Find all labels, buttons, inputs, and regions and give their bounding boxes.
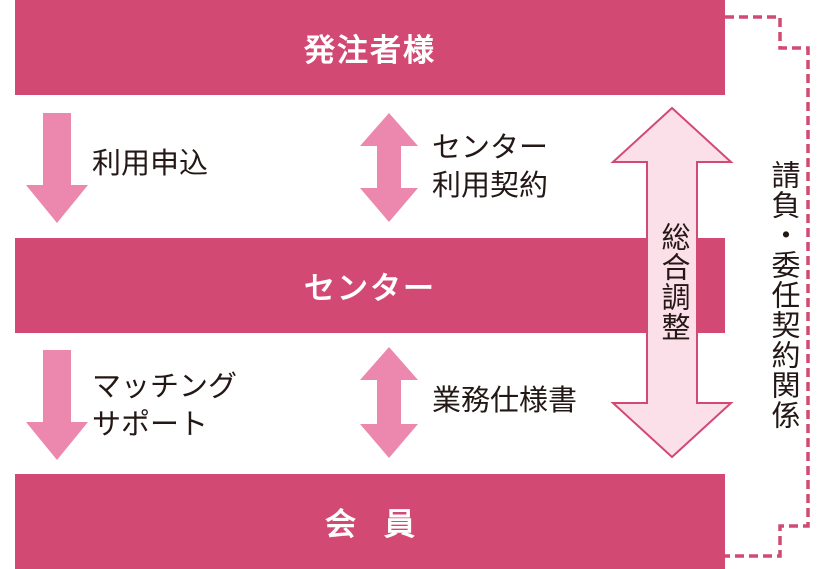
member-band: 会員: [15, 474, 725, 569]
center-label: センター: [304, 271, 436, 307]
usage-application-arrow-icon: [26, 113, 88, 223]
orderer-label: 発注者様: [304, 33, 436, 69]
matching-support-label: マッチング サポート: [92, 367, 237, 443]
matching-support-arrow-icon: [26, 350, 88, 460]
matching-support-line2: サポート: [92, 407, 209, 441]
matching-support-line1: マッチング: [92, 369, 238, 403]
center-band: センター: [15, 238, 725, 333]
orderer-band: 発注者様: [15, 0, 725, 95]
contract-dashed-connector: [725, 15, 810, 558]
member-label: 会員: [325, 507, 443, 543]
overall-coordination-arrow-icon: [610, 106, 734, 459]
usage-application-label: 利用申込: [92, 146, 209, 180]
work-specification-arrow-icon: [360, 347, 418, 458]
contract-relationship-label: 請負・委任契約関係: [767, 160, 801, 430]
center-usage-contract-line1: センター: [432, 130, 549, 164]
center-usage-contract-label: センター 利用契約: [432, 128, 548, 204]
overall-coordination-label: 総合調整: [657, 222, 691, 342]
center-usage-contract-arrow-icon: [360, 113, 418, 222]
work-specification-label: 業務仕様書: [432, 383, 578, 417]
center-usage-contract-line2: 利用契約: [432, 168, 549, 202]
